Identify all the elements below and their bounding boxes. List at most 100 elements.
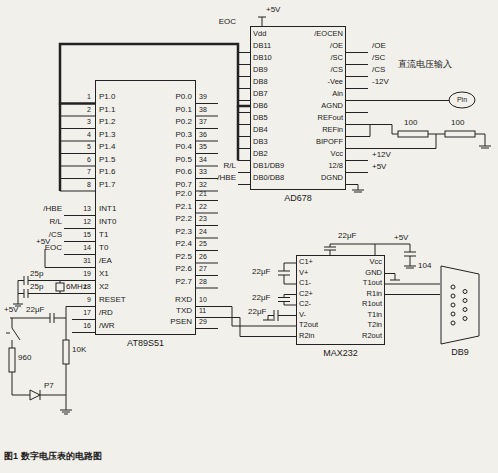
connector-shell [441,266,479,344]
pin-label: T1in [367,311,382,319]
pin-label: P1.7 [99,181,115,190]
connector-pin [463,290,467,294]
pin-label: T1 [99,231,108,240]
wire [238,112,250,113]
pin-label: Vcc [369,258,382,266]
pin-label: GND [365,269,382,277]
pin-label: /CS [330,66,343,74]
pin-label: 9 [87,296,91,304]
wire-symbol [278,297,290,298]
wire-symbol [392,125,393,135]
pin-label: 17 [83,309,91,317]
pin-label: 34 [199,156,207,164]
pin-label: P0.5 [176,156,192,165]
wire [196,225,218,226]
pin-label: 25 [199,240,207,248]
wire-symbol [62,412,70,413]
wire-symbol [481,148,489,149]
wire [196,200,218,201]
pin-label: P2.5 [176,253,192,262]
wire-symbol [196,306,232,307]
wire [60,141,95,142]
wire-symbol [56,283,64,291]
wire-symbol [278,310,279,321]
pin-label: DB0/DB8 [253,174,284,182]
wire [28,293,95,294]
wire [60,116,95,117]
wire-symbol [404,252,416,253]
wire [238,100,250,101]
pin-label: T2out [299,321,318,329]
pin-label: /CS [49,231,62,240]
pin-label: 12 [83,218,91,226]
pin-label: P1.2 [99,118,115,127]
pin-label: P0.1 [176,106,192,115]
pin-label: 100 [404,119,417,128]
pin-label: 22μF [252,294,270,303]
wire-symbol [284,284,296,285]
wire [28,280,95,281]
wire-symbol [485,134,486,146]
wire-symbol [64,414,68,415]
wire-symbol [445,131,475,137]
pin-label: C2+ [299,290,313,298]
wire-symbol [352,190,364,191]
wire-symbol [475,134,485,135]
pin-label: /HBE [217,174,236,183]
pin-label: P1.1 [99,106,115,115]
pin-label: P0.0 [176,93,192,102]
pin-label: INT1 [99,205,116,214]
pin-label: X2 [99,283,109,292]
pin-label: R2in [299,332,314,340]
pin-label: P1.4 [99,143,115,152]
wire [346,64,368,65]
pin-label: +5V [36,238,50,247]
wire [64,241,95,242]
wire-symbol [18,293,24,294]
pin-label: 2 [87,106,91,114]
pin-label: P7 [44,382,54,391]
pin-label: 直流电压输入 [398,60,452,70]
pin-label: /SC [330,54,343,62]
wire [238,160,250,161]
wire-symbol [232,326,296,327]
pin-label: 31 [83,257,91,265]
pin-label: DB6 [253,102,268,110]
wire-symbol [449,92,475,108]
wire-symbol [12,372,13,395]
connector-pin [451,285,455,289]
pin-label: 29 [199,318,207,326]
pin-label: 100 [451,119,464,128]
pin-label: C2- [299,300,311,308]
pin-label: /RD [99,309,113,318]
wire [196,250,218,251]
pin-label: DB9 [253,66,268,74]
wire [238,76,250,77]
pin-label: 4 [87,131,91,139]
pin-label: 8 [87,181,91,189]
pin-label: 36 [199,131,207,139]
pin-label: +5V [266,6,280,15]
wire [238,88,250,89]
wire-symbol [479,146,491,147]
wire [45,267,95,268]
wire-symbol [40,395,66,396]
wire [238,172,250,173]
pin-label: 10 [199,296,207,304]
wire-symbol [375,244,376,255]
wire-symbol [346,136,370,137]
wire [238,184,250,185]
connector-pin [463,308,467,312]
pin-label: P0.2 [176,118,192,127]
chip-name: AD678 [284,194,312,204]
pin-label: P1.3 [99,131,115,140]
wire-symbol [284,294,296,295]
pin-label: DB3 [253,138,268,146]
pin-label: 10K [72,346,86,355]
pin-label: 5 [87,143,91,151]
wire-symbol [404,266,416,267]
wire [64,215,95,216]
pin-label: 27 [199,265,207,273]
